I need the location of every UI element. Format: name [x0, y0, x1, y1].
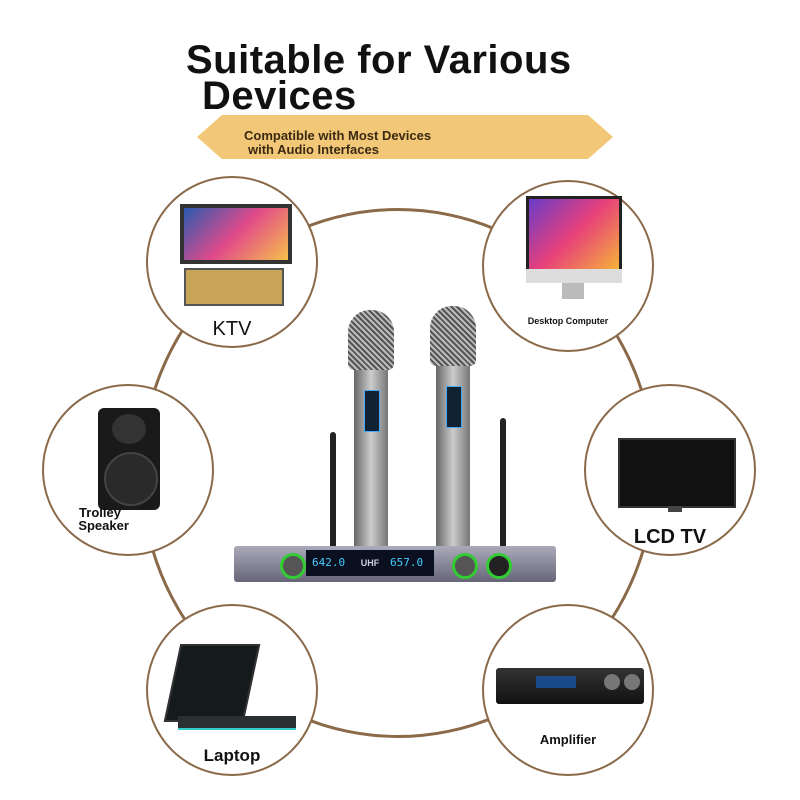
- banner-line-2: with Audio Interfaces: [248, 142, 379, 157]
- receiver-display-2: 657.0: [390, 556, 424, 569]
- banner-line-1: Compatible with Most Devices: [244, 128, 432, 143]
- receiver: 642.0 UHF 657.0: [234, 546, 556, 582]
- power-icon: [486, 553, 512, 579]
- imac-chin: [526, 269, 622, 283]
- page-title: Suitable for Various Devices: [186, 40, 572, 118]
- antenna-right: [500, 418, 506, 552]
- label-line-1: Trolley: [79, 505, 121, 520]
- microphone-1: [348, 310, 394, 550]
- device-label: Desktop Computer: [527, 316, 609, 326]
- receiver-uhf-label: UHF: [360, 558, 380, 568]
- microphone-2: [430, 306, 476, 550]
- banner: [197, 115, 613, 159]
- title-line-2: Devices: [202, 74, 357, 118]
- imac-image: [526, 196, 622, 272]
- antenna-left: [330, 432, 336, 552]
- device-desktop-computer: Desktop Computer: [482, 180, 654, 352]
- device-trolley-speaker: Trolley Speaker: [42, 384, 214, 556]
- laptop-image: [163, 644, 261, 722]
- speaker-image: [98, 408, 160, 510]
- volume-knob-2: [452, 553, 478, 579]
- banner-text: Compatible with Most Devices with Audio …: [244, 129, 431, 157]
- label-line-2: Speaker: [78, 518, 129, 533]
- device-label: LCD TV: [633, 526, 707, 548]
- device-label: KTV: [212, 318, 252, 340]
- device-amplifier: Amplifier: [482, 604, 654, 776]
- amplifier-image: [496, 668, 644, 704]
- receiver-display-panel: 642.0 UHF 657.0: [306, 550, 434, 576]
- volume-knob-1: [280, 553, 306, 579]
- tv-stand: [668, 506, 682, 512]
- device-label: Amplifier: [539, 732, 597, 747]
- ktv-amp-image: [184, 268, 284, 306]
- imac-stand: [562, 283, 584, 299]
- laptop-keyboard: [178, 716, 296, 730]
- device-laptop: Laptop: [146, 604, 318, 776]
- ktv-screen-image: [180, 204, 292, 264]
- device-lcd-tv: LCD TV: [584, 384, 756, 556]
- device-label: Laptop: [203, 746, 261, 765]
- device-label: Trolley Speaker: [16, 506, 184, 532]
- device-ktv: KTV: [146, 176, 318, 348]
- receiver-display-1: 642.0: [312, 556, 346, 569]
- tv-image: [618, 438, 736, 508]
- title-line-1: Suitable for Various: [186, 38, 572, 82]
